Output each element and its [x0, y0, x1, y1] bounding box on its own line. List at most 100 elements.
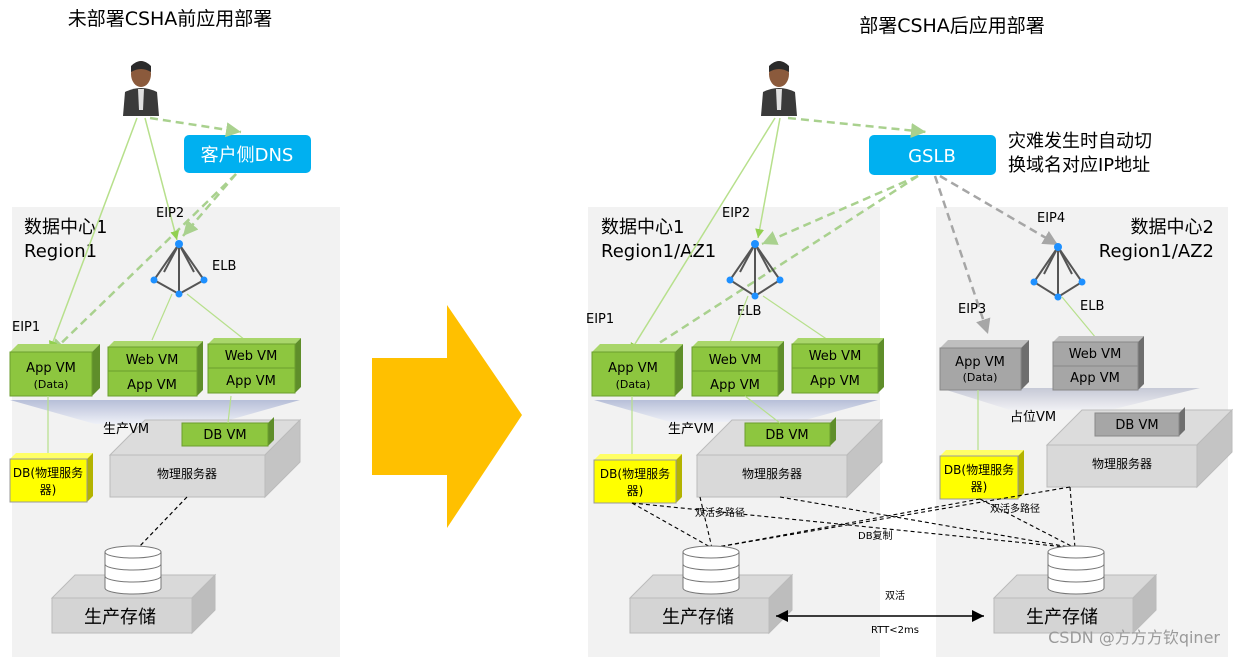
- right-elb2-label: ELB: [1080, 299, 1104, 314]
- left-app-vm-data: [9, 344, 100, 397]
- right-dc1-region: Region1/AZ1: [601, 241, 716, 262]
- gslb-note-2: 换域名对应IP地址: [1008, 155, 1150, 176]
- gslb-note-1: 灾难发生时自动切: [1008, 131, 1152, 152]
- right-db-phys-1-label-2: 器): [627, 484, 644, 498]
- gslb-label: GSLB: [908, 146, 956, 167]
- right-eip2-label: EIP2: [722, 206, 750, 221]
- right-storage-1-label: 生产存储: [662, 607, 734, 628]
- right-db-vm-2-label: DB VM: [1115, 418, 1158, 433]
- gslb-to-eip2-link: [761, 174, 919, 246]
- right-app-vm-1-label: App VM: [608, 361, 658, 376]
- right-app-vm-1-sub: (Data): [616, 378, 651, 391]
- left-db-vm-label: DB VM: [203, 428, 246, 443]
- left-app-to-db: [227, 395, 232, 424]
- gslb-to-eip4-link: [939, 174, 1059, 247]
- right-physical-server-2: [1045, 408, 1234, 489]
- left-database-cylinder-icon: [104, 545, 162, 595]
- left-elb-to-web2: [186, 293, 246, 341]
- right-web-vm-1: Web VM: [709, 353, 762, 368]
- right-elb1-label: ELB: [737, 304, 761, 319]
- right-elb2-to-web: [1061, 296, 1097, 339]
- right-app-to-db-1: [744, 395, 781, 424]
- left-app-vm-sub: (Data): [34, 378, 69, 391]
- right-database-cylinder-icon-2: [1047, 545, 1105, 595]
- right-prod-vm-label: 生产VM: [668, 422, 714, 437]
- left-dc-region: Region1: [24, 241, 97, 262]
- active-active-label: 双活: [885, 590, 905, 602]
- left-web-vm-2: Web VM: [225, 349, 278, 364]
- right-vm-cone-2: [940, 388, 1200, 410]
- left-web-app-stack-1: [107, 341, 203, 397]
- left-app-vm-1: App VM: [127, 378, 177, 393]
- rtt-label: RTT<2ms: [871, 625, 919, 636]
- right-vm-cone-1: [594, 400, 878, 422]
- right-dc2-title: 数据中心2: [1131, 217, 1214, 238]
- left-user-icon: [123, 61, 159, 116]
- right-dc1-title: 数据中心1: [601, 217, 684, 238]
- left-db-phys-label-1: DB(物理服务: [13, 465, 83, 480]
- right-elb1-to-web1: [729, 295, 749, 343]
- right-eip3-label: EIP3: [958, 302, 986, 317]
- right-db-physical-1: [593, 454, 682, 504]
- left-db-phys-label-2: 器): [40, 483, 57, 497]
- left-dc-title: 数据中心1: [24, 217, 107, 238]
- right-storage-2: [992, 545, 1158, 635]
- left-eip1-label: EIP1: [12, 320, 40, 335]
- left-app-vm-2: App VM: [226, 374, 276, 389]
- left-prod-vm-label: 生产VM: [103, 422, 149, 437]
- right-user-to-eip2-link: [755, 117, 781, 239]
- dns-box: [184, 135, 311, 173]
- user-to-dns-link: [149, 116, 242, 138]
- right-db-vm-2: [1094, 407, 1185, 437]
- left-elb-to-web1: [151, 293, 173, 341]
- right-db-vm-1-label: DB VM: [765, 428, 808, 443]
- right-elb1-to-web2: [762, 295, 829, 341]
- left-app-vm-label: App VM: [26, 361, 76, 376]
- transition-arrow-icon: [372, 305, 522, 528]
- left-db-physical: [9, 453, 93, 503]
- right-elb1-icon: [726, 240, 784, 300]
- dns-to-eip2-link: [182, 173, 237, 237]
- left-elb-label: ELB: [212, 259, 236, 274]
- right-db-vm-1: [744, 417, 836, 447]
- user-to-eip1-link: [48, 117, 138, 351]
- right-web-app-stack-3: [1052, 336, 1144, 391]
- right-physical-server-1-label: 物理服务器: [742, 466, 802, 481]
- left-title: 未部署CSHA前应用部署: [68, 8, 273, 30]
- left-physical-server-label: 物理服务器: [157, 466, 217, 481]
- right-db-phys-2-label-1: DB(物理服务: [944, 462, 1014, 477]
- right-physical-server-2-label: 物理服务器: [1092, 456, 1152, 471]
- right-elb2-icon: [1030, 243, 1086, 301]
- multipath-label-2: 双活多路径: [990, 502, 1040, 515]
- multipath-links: [631, 486, 1076, 549]
- left-eip2-label: EIP2: [156, 206, 184, 221]
- right-database-cylinder-icon-1: [682, 545, 740, 595]
- right-web-vm-2: Web VM: [809, 349, 862, 364]
- user-to-eip2-link: [144, 117, 180, 241]
- right-db-phys-1-label-1: DB(物理服务: [600, 466, 670, 481]
- right-app-vm-s3: App VM: [1070, 371, 1120, 386]
- right-web-app-stack-1: [691, 341, 784, 397]
- right-app-vm-s1: App VM: [710, 378, 760, 393]
- left-elb-icon: [150, 240, 208, 298]
- right-web-vm-3: Web VM: [1069, 347, 1122, 362]
- right-app-vm-s2: App VM: [810, 374, 860, 389]
- multipath-label-1: 双活多路径: [695, 506, 745, 519]
- left-web-vm-1: Web VM: [126, 353, 179, 368]
- user-to-gslb-link: [787, 116, 927, 138]
- right-placeholder-vm-label: 占位VM: [1010, 410, 1056, 425]
- gslb-box: [869, 135, 996, 175]
- right-eip4-label: EIP4: [1037, 211, 1065, 226]
- right-storage-2-label: 生产存储: [1026, 607, 1098, 628]
- right-eip1-label: EIP1: [586, 312, 614, 327]
- left-storage-label: 生产存储: [84, 607, 156, 628]
- left-web-app-stack-2: [207, 338, 301, 394]
- right-user-icon: [761, 61, 797, 116]
- watermark: CSDN @方方方钦qiner: [1048, 628, 1220, 647]
- gslb-to-eip3-link: [933, 175, 991, 335]
- right-web-app-stack-2: [791, 338, 884, 394]
- left-storage: [50, 545, 217, 635]
- right-dc2-region: Region1/AZ2: [1099, 241, 1214, 262]
